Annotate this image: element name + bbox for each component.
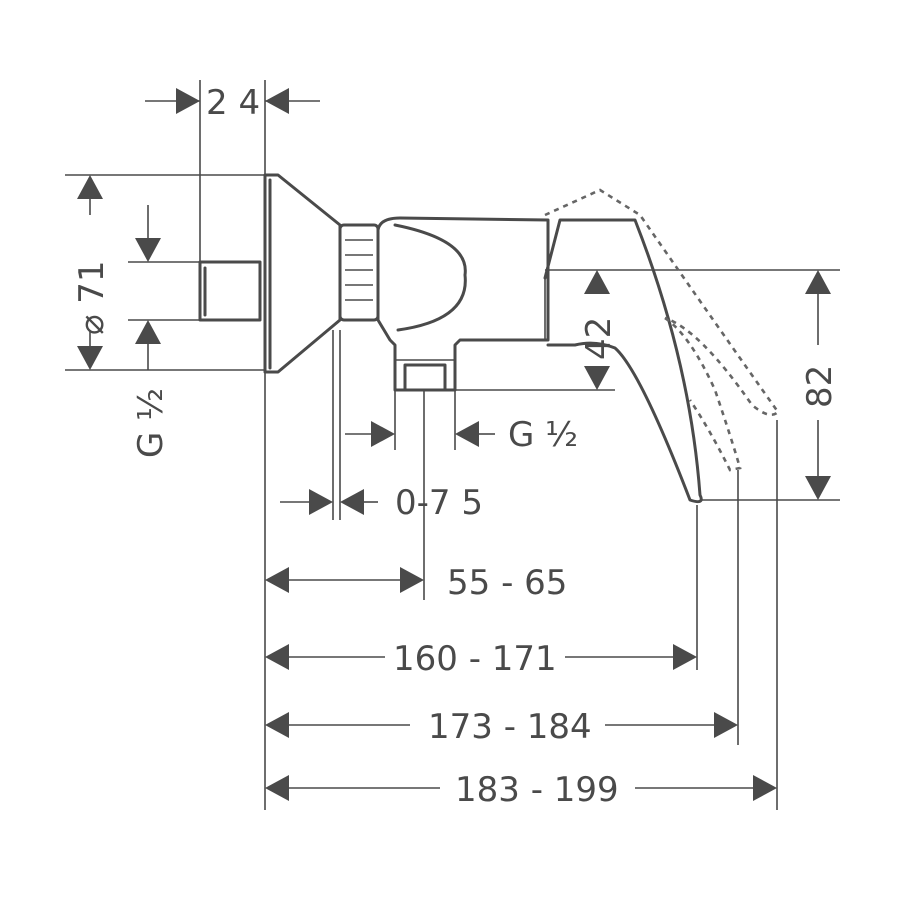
- projection-183-199-label: 183 - 199: [455, 770, 619, 810]
- flange-diameter-label: ⌀ 71: [72, 260, 112, 335]
- projection-160-171-label: 160 - 171: [393, 639, 557, 679]
- projection-173-184-label: 173 - 184: [428, 707, 592, 747]
- flange-thickness-label: 2 4: [206, 83, 260, 123]
- lever-handle: [543, 218, 703, 504]
- outlet-thread-label: G ½: [508, 415, 578, 455]
- wall-flange: [263, 173, 342, 374]
- body-height-label: 42: [579, 317, 619, 360]
- offset-adjust-label: 0-7 5: [395, 483, 483, 523]
- faucet-outline: [198, 173, 780, 504]
- wall-to-outlet-label: 55 - 65: [447, 563, 567, 603]
- lever-alt-position-1: [544, 188, 780, 417]
- outlet-nut: [403, 363, 447, 392]
- total-height-label: 82: [800, 365, 840, 408]
- extension-lines: [65, 80, 840, 810]
- inlet-thread-label: G ½: [131, 388, 171, 458]
- arrowheads: [77, 88, 831, 801]
- valve-body: [376, 216, 550, 392]
- inlet-fitting: [198, 260, 262, 322]
